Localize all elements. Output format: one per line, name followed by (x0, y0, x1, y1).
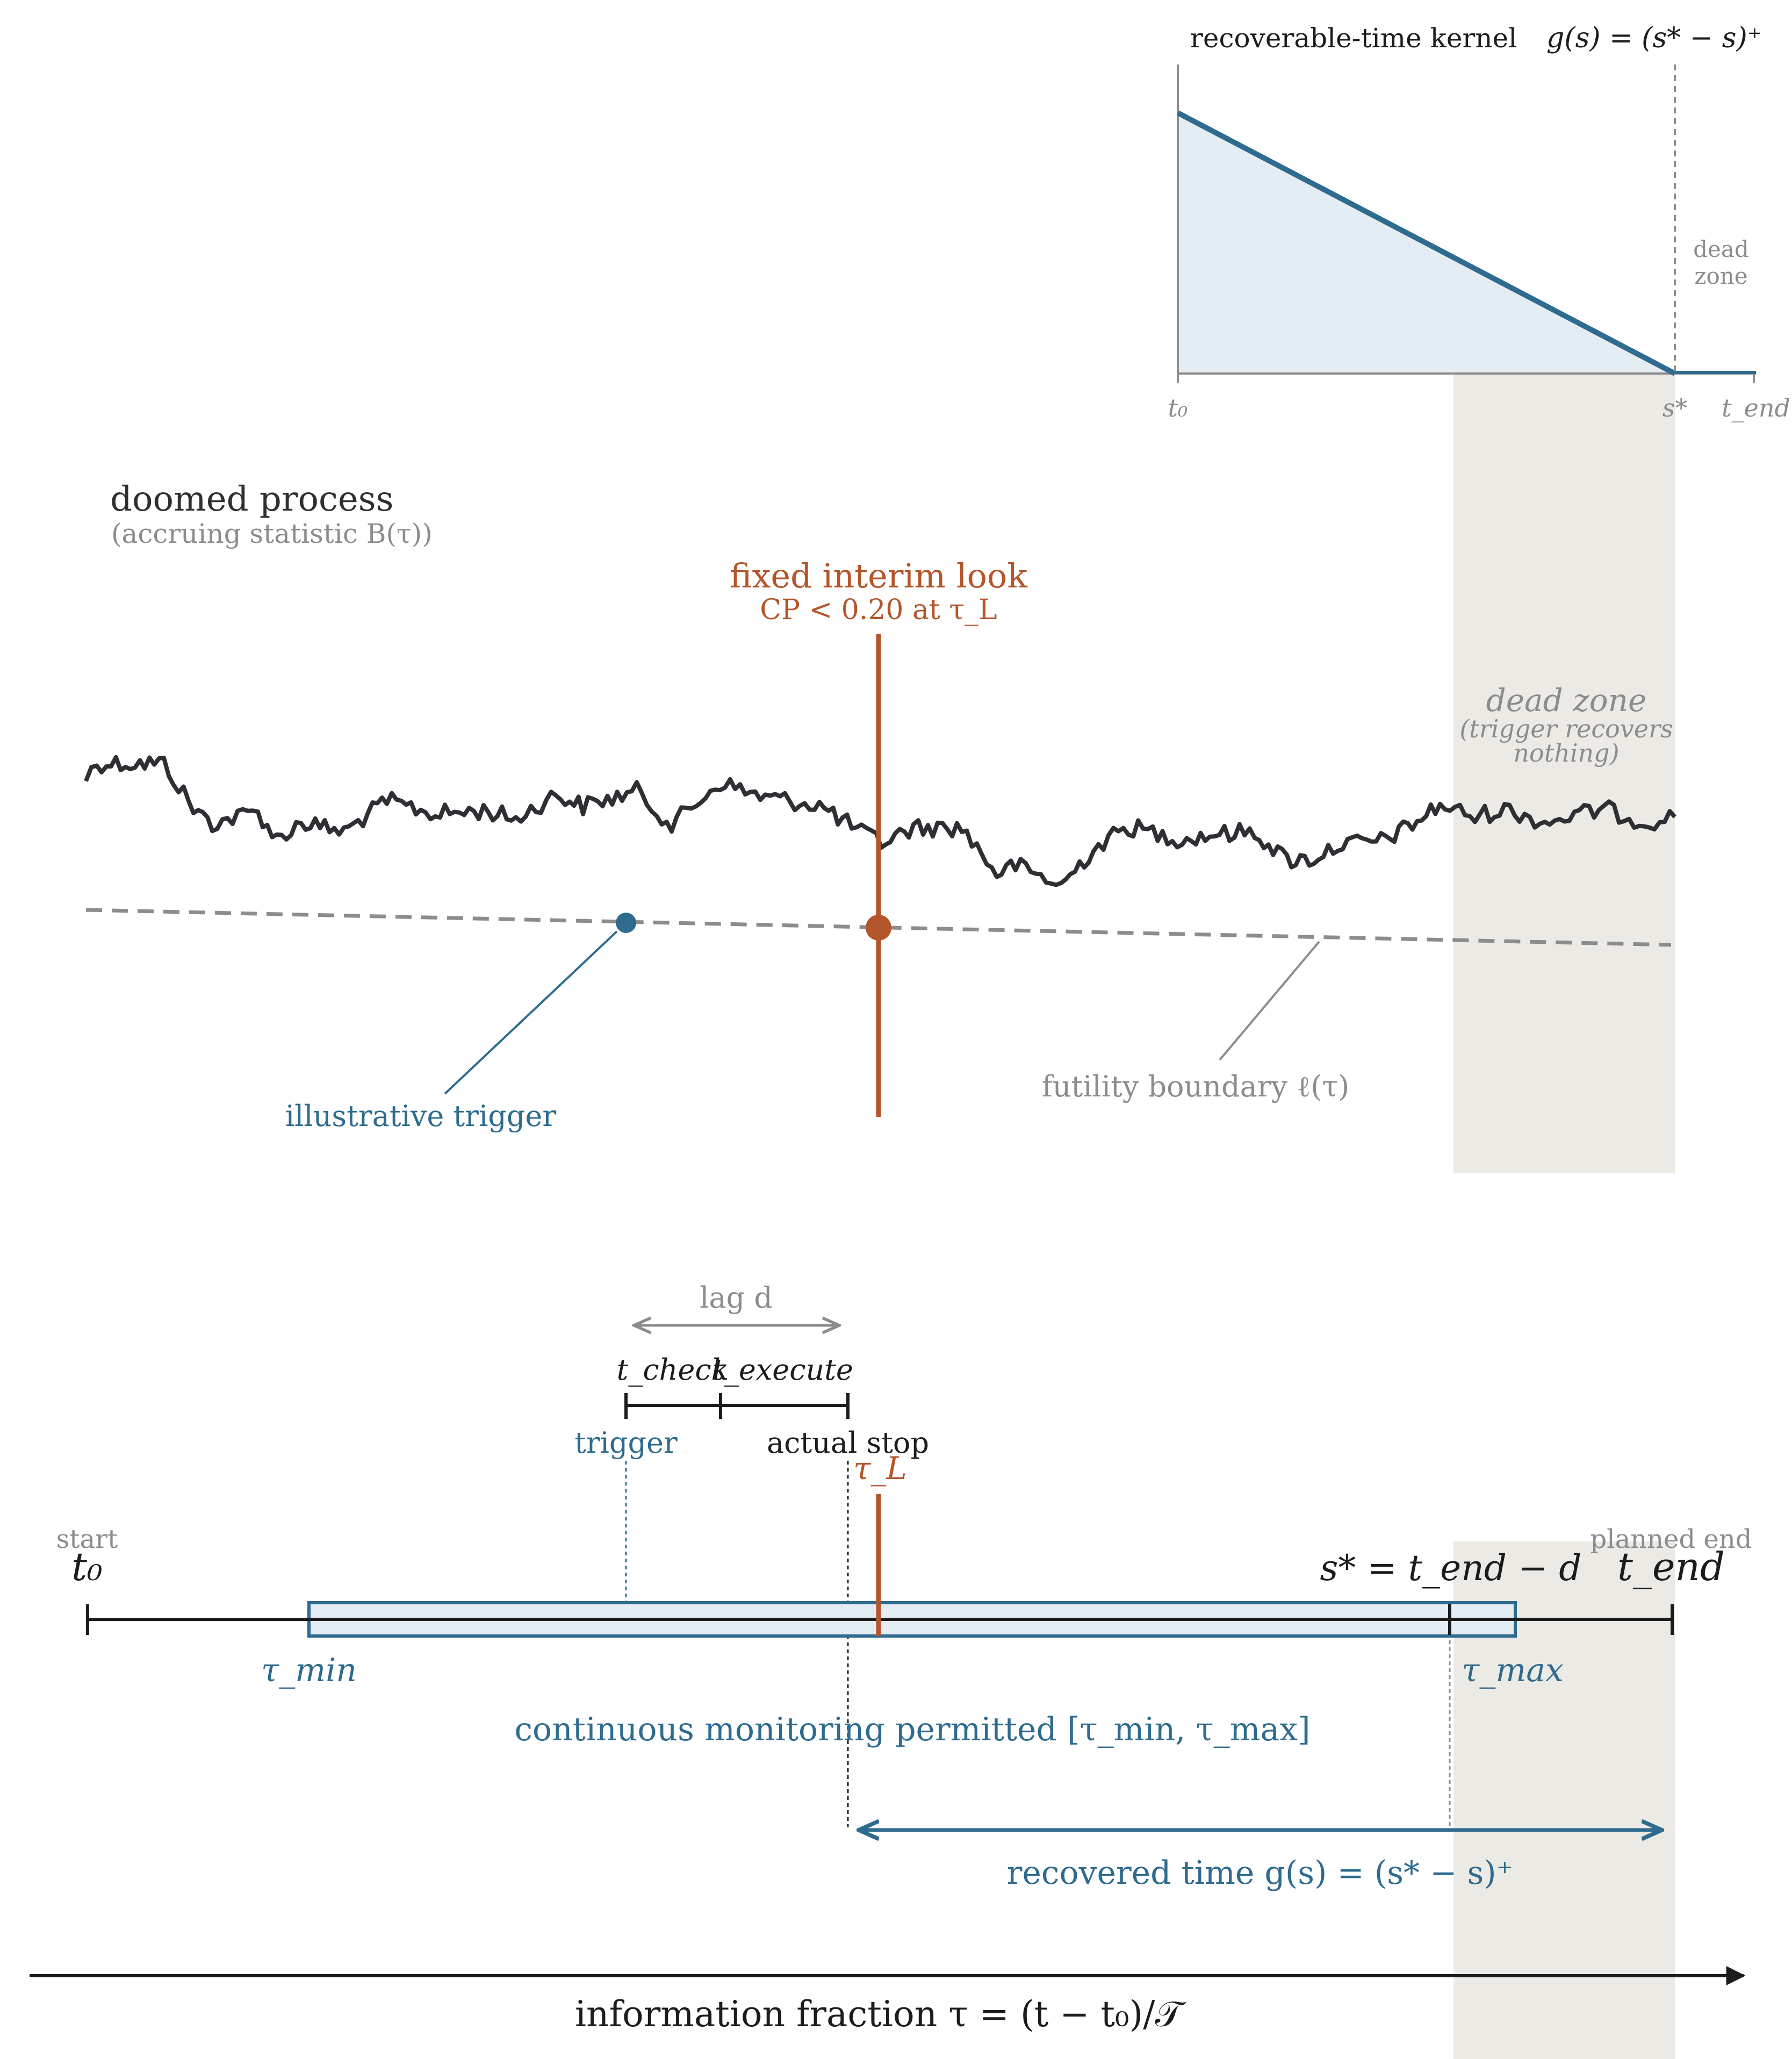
kernel-title: recoverable-time kernel (1190, 23, 1517, 54)
kernel-dead-zone-line2: zone (1694, 263, 1747, 289)
interim-look-subtitle: CP < 0.20 at τ_L (760, 594, 997, 626)
t-execute-label: t_execute (713, 1353, 853, 1387)
kernel-dead-zone-line1: dead (1693, 236, 1749, 262)
kernel-formula: g(s) = (s* − s)⁺ (1546, 22, 1762, 54)
dead-zone-band-upper (1453, 372, 1675, 1173)
interim-look-title: fixed interim look (730, 556, 1027, 596)
accruing-statistic-path (84, 755, 1677, 887)
boundary-leader-line (1219, 941, 1320, 1061)
kernel-line (1176, 110, 1676, 376)
recovered-time-label: recovered time g(s) = (s* − s)⁺ (1007, 1854, 1514, 1892)
illustrative-trigger-marker (616, 913, 636, 933)
sstar-equation-label: s* = t_end − d (1320, 1547, 1582, 1589)
dead-zone-subtitle-line1: (trigger recovers (1459, 714, 1673, 743)
tau-min-label: τ_min (261, 1652, 357, 1689)
lag-label: lag d (700, 1281, 773, 1315)
process-title: doomed process (110, 479, 393, 519)
dead-zone-title: dead zone (1486, 682, 1647, 719)
process-subtitle: (accruing statistic B(τ)) (111, 518, 433, 549)
timeline-panel: lag d t_check t_execute trigger actual s… (30, 1281, 1752, 2035)
start-label: start (56, 1524, 118, 1554)
process-panel: doomed process (accruing statistic B(τ))… (84, 479, 1677, 1133)
trigger-leader-line (444, 930, 618, 1095)
kernel-tick-tend: t_end (1722, 393, 1790, 422)
actual-stop-label: actual stop (767, 1426, 929, 1460)
kernel-inset: recoverable-time kernel g(s) = (s* − s)⁺… (1168, 22, 1790, 422)
tau-max-label: τ_max (1462, 1652, 1564, 1689)
dead-zone-subtitle-line2: nothing) (1513, 738, 1619, 767)
futility-boundary-line (85, 908, 1672, 947)
tau-l-label: τ_L (853, 1450, 907, 1487)
information-fraction-label: information fraction τ = (t − t₀)/𝒯 (575, 1993, 1187, 2035)
kernel-tick-t0: t₀ (1168, 393, 1188, 422)
kernel-tick-sstar: s* (1663, 393, 1688, 422)
t-check-label: t_check (617, 1353, 729, 1387)
t-end-label: t_end (1617, 1544, 1725, 1589)
trigger-label: trigger (574, 1426, 678, 1460)
interim-look-marker (866, 915, 891, 941)
planned-end-label: planned end (1591, 1524, 1752, 1554)
illustrative-trigger-label: illustrative trigger (285, 1099, 556, 1133)
futility-boundary-label: futility boundary ℓ(τ) (1042, 1070, 1349, 1103)
monitoring-label: continuous monitoring permitted [τ_min, … (514, 1711, 1310, 1748)
t0-label: t₀ (71, 1544, 103, 1589)
